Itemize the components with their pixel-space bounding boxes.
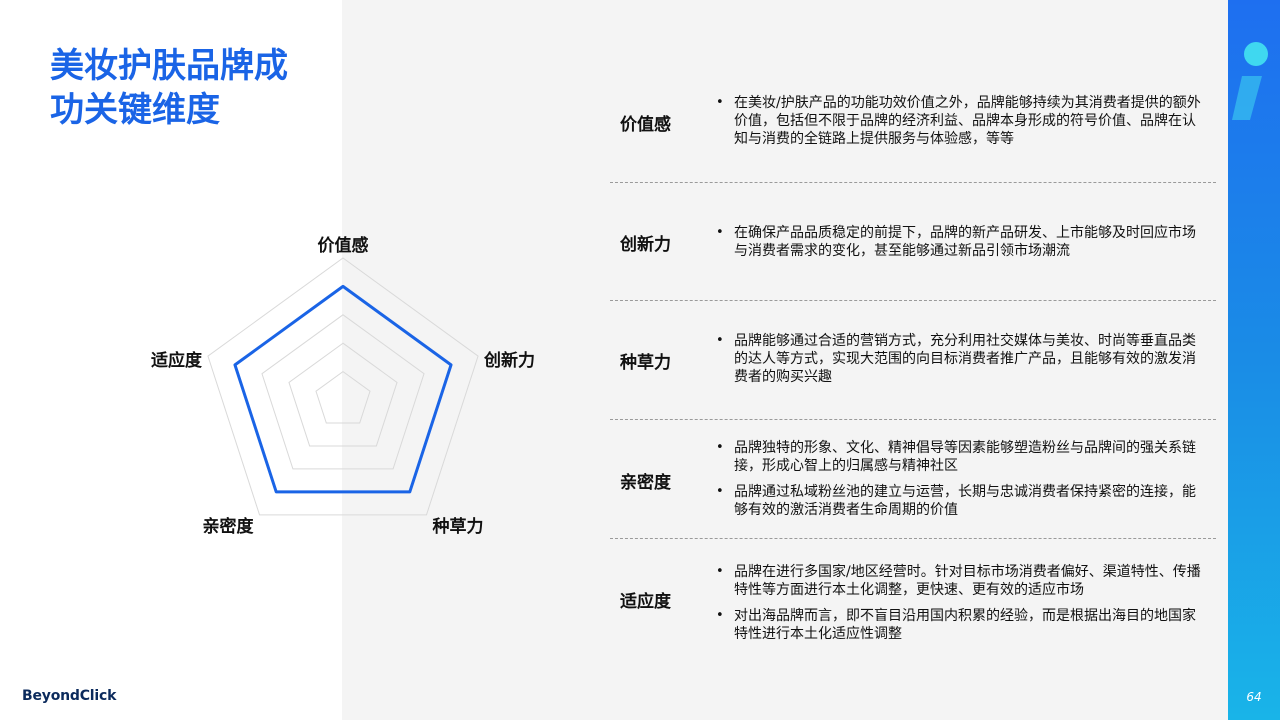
radar-grid-ring [207, 257, 479, 516]
radar-grid-ring [288, 342, 398, 447]
dimension-bullets: 在确保产品品质稳定的前提下，品牌的新产品研发、上市能够及时回应市场与消费者需求的… [716, 224, 1208, 268]
dimension-label: 种草力 [620, 353, 671, 373]
page-title: 美妆护肤品牌成 功关键维度 [50, 44, 340, 132]
dimension-label: 亲密度 [620, 473, 671, 493]
dimension-label: 创新力 [620, 235, 671, 255]
radar-grid-ring [261, 314, 425, 470]
brand-logo: BeyondClick [22, 688, 117, 704]
dimension-bullets: 品牌在进行多国家/地区经营时。针对目标市场消费者偏好、渠道特性、传播特性等方面进… [716, 563, 1208, 651]
radar-axis-label: 适应度 [151, 350, 203, 371]
bullet-item: 在美妆/护肤产品的功能功效价值之外，品牌能够持续为其消费者提供的额外价值，包括但… [716, 94, 1208, 148]
bullet-item: 对出海品牌而言，即不盲目沿用国内积累的经验，而是根据出海目的地国家特性进行本土化… [716, 607, 1208, 643]
bullet-item: 品牌在进行多国家/地区经营时。针对目标市场消费者偏好、渠道特性、传播特性等方面进… [716, 563, 1208, 599]
bullet-item: 品牌通过私域粉丝池的建立与运营，长期与忠诚消费者保持紧密的连接，能够有效的激活消… [716, 483, 1208, 519]
row-divider [610, 182, 1216, 183]
brand-dot-icon [1244, 42, 1268, 66]
dimension-bullets: 品牌能够通过合适的营销方式，充分利用社交媒体与美妆、时尚等垂直品类的达人等方式，… [716, 332, 1208, 394]
row-divider [610, 300, 1216, 301]
brand-slash-icon [1232, 76, 1262, 120]
left-panel [0, 0, 342, 720]
title-line-2: 功关键维度 [50, 90, 220, 130]
row-divider [610, 419, 1216, 420]
radar-axis-label: 价值感 [318, 235, 369, 256]
right-accent-bar [1228, 0, 1280, 720]
row-divider [610, 538, 1216, 539]
dimension-label: 价值感 [620, 115, 671, 135]
radar-series-polygon [233, 284, 453, 494]
bullet-item: 品牌独特的形象、文化、精神倡导等因素能够塑造粉丝与品牌间的强关系链接，形成心智上… [716, 439, 1208, 475]
dimension-bullets: 在美妆/护肤产品的功能功效价值之外，品牌能够持续为其消费者提供的额外价值，包括但… [716, 94, 1208, 156]
bullet-item: 在确保产品品质稳定的前提下，品牌的新产品研发、上市能够及时回应市场与消费者需求的… [716, 224, 1208, 260]
radar-grid-ring [315, 370, 371, 424]
bullet-item: 品牌能够通过合适的营销方式，充分利用社交媒体与美妆、时尚等垂直品类的达人等方式，… [716, 332, 1208, 386]
radar-axis-label: 亲密度 [203, 516, 255, 537]
dimension-label: 适应度 [620, 592, 671, 612]
radar-axis-label: 种草力 [432, 516, 484, 537]
title-line-1: 美妆护肤品牌成 [50, 46, 288, 86]
dimension-bullets: 品牌独特的形象、文化、精神倡导等因素能够塑造粉丝与品牌间的强关系链接，形成心智上… [716, 439, 1208, 527]
page-number: 64 [1246, 690, 1262, 704]
radar-axis-label: 创新力 [483, 350, 535, 371]
